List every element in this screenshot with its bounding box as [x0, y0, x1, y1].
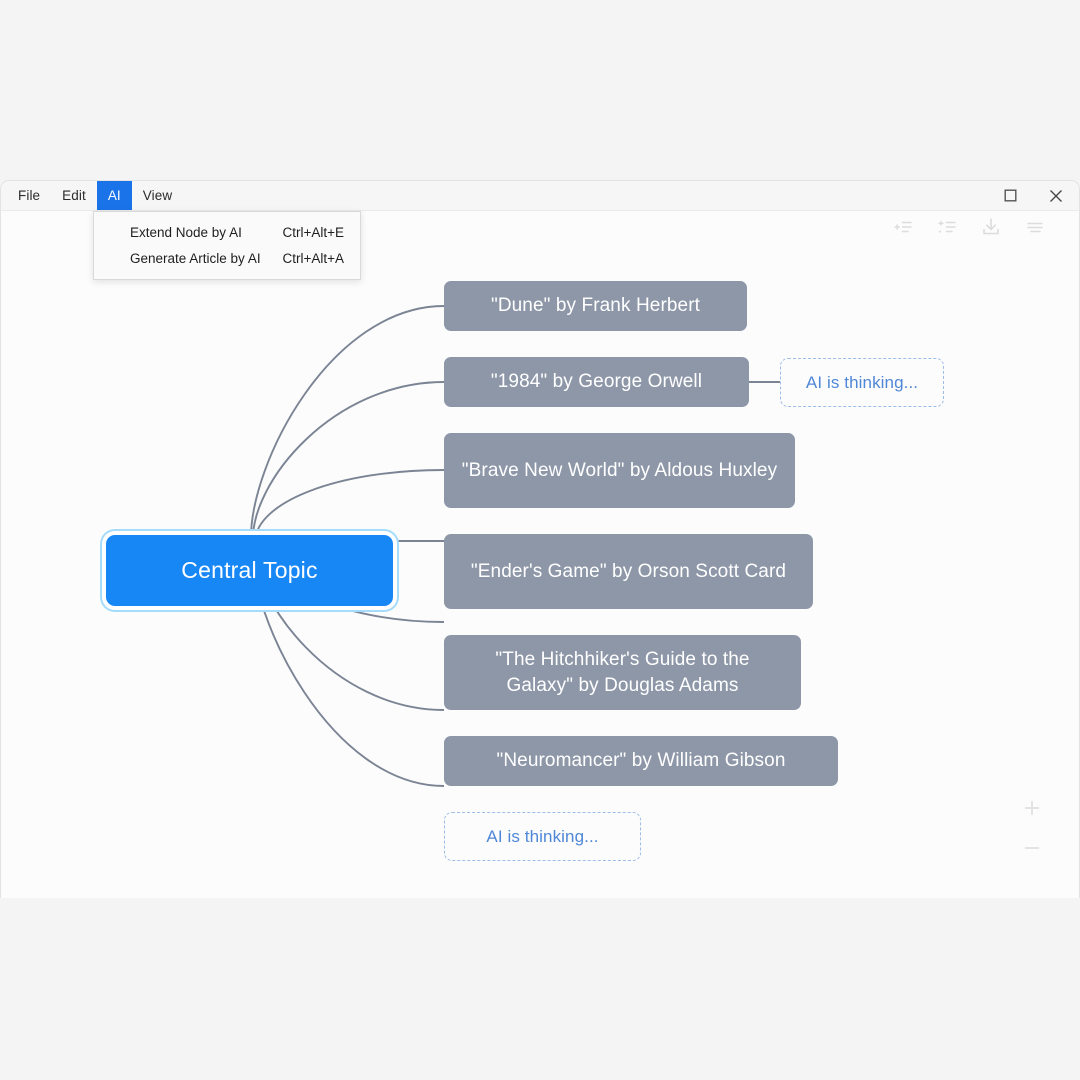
- node-child-6-pending[interactable]: AI is thinking...: [444, 812, 641, 861]
- node-central-topic[interactable]: Central Topic: [106, 535, 393, 606]
- node-child-0[interactable]: "Dune" by Frank Herbert: [444, 281, 747, 331]
- node-label: Central Topic: [181, 557, 318, 583]
- zoom-in-button[interactable]: [1021, 797, 1043, 819]
- node-child-4[interactable]: "The Hitchhiker's Guide to the Galaxy" b…: [444, 635, 801, 710]
- generate-article-ai-icon[interactable]: [935, 215, 959, 239]
- node-child-5[interactable]: "Neuromancer" by William Gibson: [444, 736, 838, 786]
- node-label: "1984" by George Orwell: [490, 371, 703, 392]
- ai-dropdown-menu: Extend Node by AI Ctrl+Alt+E Generate Ar…: [93, 211, 361, 280]
- titlebar: File Edit AI View: [1, 181, 1079, 211]
- node-label: AI is thinking...: [486, 826, 599, 846]
- menu-item-edit[interactable]: Edit: [62, 188, 86, 203]
- node-grandchild-0-pending[interactable]: AI is thinking...: [780, 358, 944, 407]
- maximize-icon: [1004, 189, 1017, 202]
- close-button[interactable]: [1033, 181, 1079, 210]
- menu-item-ai[interactable]: AI: [96, 181, 132, 210]
- app-window: File Edit AI View: [0, 180, 1080, 898]
- menu-item-view[interactable]: View: [142, 188, 173, 203]
- close-icon: [1049, 189, 1063, 203]
- mindmap-canvas[interactable]: Central Topic "Dune" by Frank Herbert "1…: [1, 212, 1079, 898]
- download-icon[interactable]: [979, 215, 1003, 239]
- node-child-3[interactable]: "Ender's Game" by Orson Scott Card: [444, 534, 813, 609]
- node-label: "The Hitchhiker's Guide to the Galaxy" b…: [495, 648, 750, 696]
- node-child-1[interactable]: "1984" by George Orwell: [444, 357, 749, 407]
- node-label: "Ender's Game" by Orson Scott Card: [470, 560, 787, 582]
- node-label: "Dune" by Frank Herbert: [490, 295, 701, 316]
- menu-item-file[interactable]: File: [18, 188, 41, 203]
- menu-option-label: Generate Article by AI: [130, 250, 261, 266]
- menu-option-extend-node-by-ai[interactable]: Extend Node by AI Ctrl+Alt+E: [94, 219, 360, 245]
- node-label: AI is thinking...: [805, 372, 919, 392]
- menu-icon[interactable]: [1023, 215, 1047, 239]
- zoom-controls: [1021, 797, 1043, 859]
- menubar: File Edit AI View: [1, 181, 183, 210]
- node-child-2[interactable]: "Brave New World" by Aldous Huxley: [444, 433, 795, 508]
- maximize-button[interactable]: [987, 181, 1033, 210]
- menu-option-shortcut: Ctrl+Alt+A: [282, 250, 344, 266]
- node-label: "Neuromancer" by William Gibson: [496, 750, 786, 771]
- menu-option-label: Extend Node by AI: [130, 224, 242, 240]
- zoom-out-button[interactable]: [1021, 837, 1043, 859]
- extend-node-ai-icon[interactable]: [891, 215, 915, 239]
- canvas-toolbar: [891, 215, 1047, 239]
- node-label: "Brave New World" by Aldous Huxley: [461, 459, 778, 481]
- window-controls: [987, 181, 1079, 210]
- menu-option-generate-article-by-ai[interactable]: Generate Article by AI Ctrl+Alt+A: [94, 245, 360, 271]
- menu-option-shortcut: Ctrl+Alt+E: [282, 224, 344, 240]
